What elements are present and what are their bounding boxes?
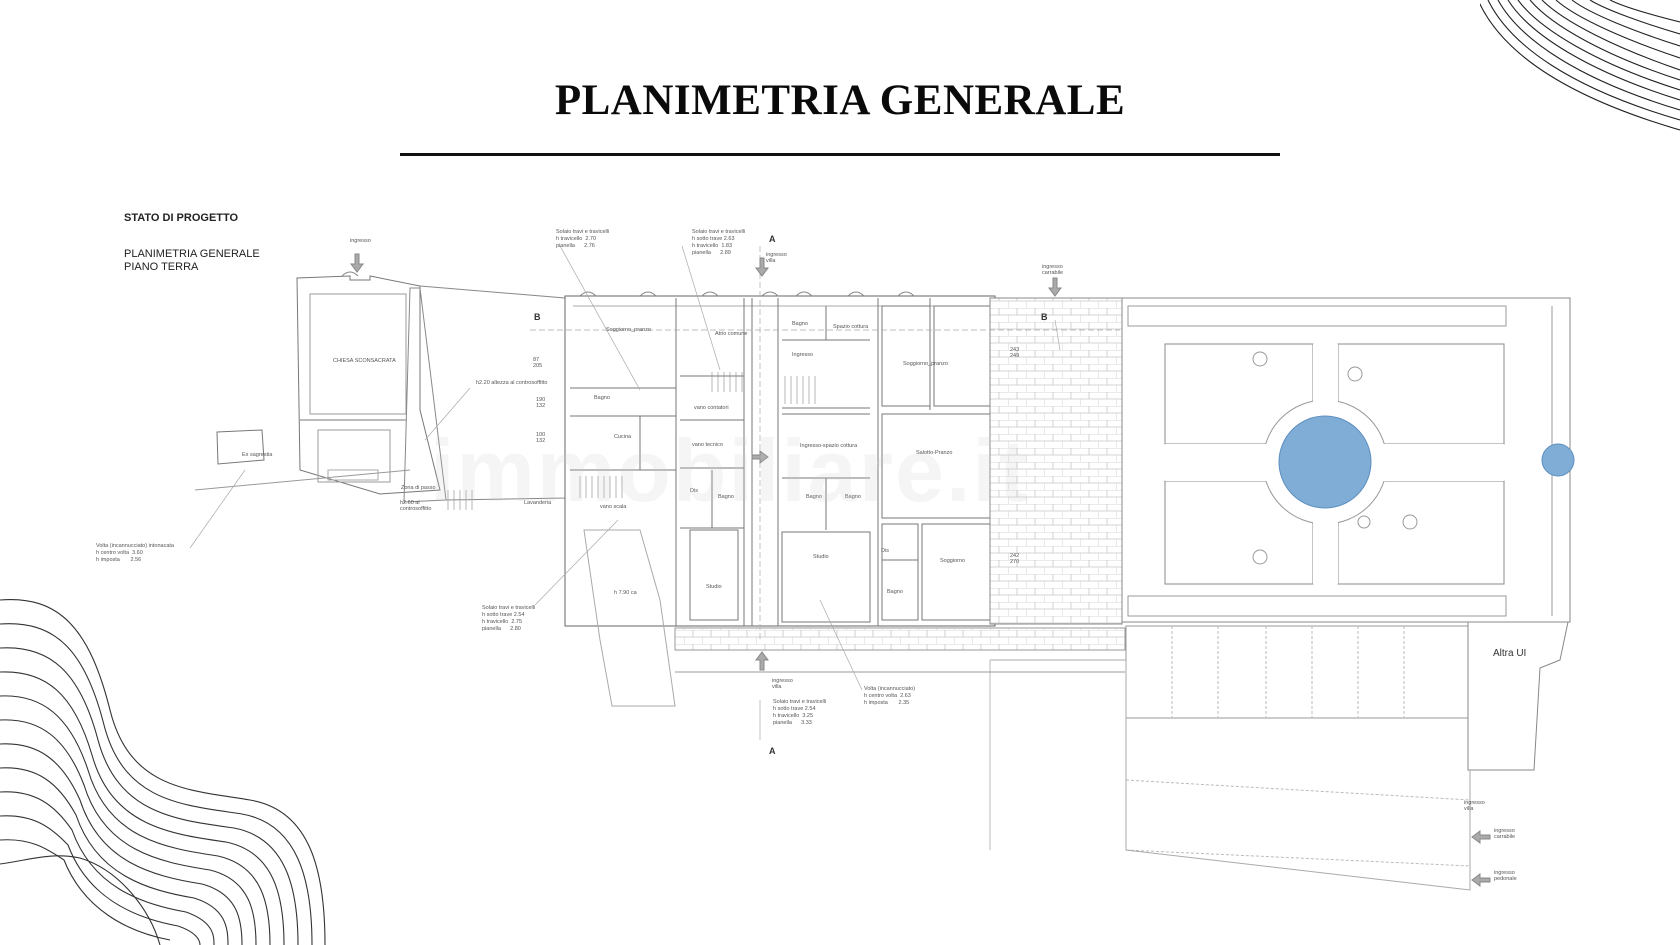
room-label: Bagno (718, 494, 734, 500)
annotation-muro: h 7.90 ca (614, 590, 637, 596)
room-label: Zona di passo (401, 485, 436, 491)
contour-lines-bottom-left-decoration (0, 598, 326, 945)
annotation-volta-right: Volta (incannucciato)h centro volta 2.63… (864, 686, 915, 707)
annotation-row: h travicello 1.83 (692, 243, 733, 249)
dimension-value: 132 (536, 403, 546, 409)
annotation-title: Solaio travi e travicelli (773, 699, 827, 705)
room-label: vano contatori (694, 405, 729, 411)
dimension-value: 243 (1010, 347, 1020, 353)
room-label: Bagno (806, 494, 822, 500)
dimension-value: 270 (1010, 559, 1020, 565)
dimension-label: 242 270 (1010, 553, 1024, 565)
section-marker-b-right: B (1041, 312, 1048, 322)
project-status-label: STATO DI PROGETTO (124, 212, 239, 224)
annotation-row: h sotto trave 2.54 (773, 706, 816, 712)
annotation-title: Solaio travi e travicelli (482, 605, 536, 611)
room-label: Studio (706, 584, 722, 590)
room-label: vano scala (600, 504, 627, 510)
dimension-value: 249 (1010, 353, 1020, 359)
annotation-row: h imposta 2.56 (96, 557, 142, 563)
room-label: Ingresso (792, 352, 814, 358)
room-label: Cucina (614, 434, 632, 440)
section-marker-a-top: A (769, 234, 776, 244)
room-label: Lavanderia (524, 500, 552, 506)
annotation-altezza-2: h2.60 al controsoffitto (400, 500, 432, 512)
room-label: Bagno (845, 494, 861, 500)
annotation-row: h travicello 2.70 (556, 236, 597, 242)
annotation-row: h imposta 2.35 (864, 700, 910, 706)
entrance-label: ingresso pedonale (1494, 870, 1517, 882)
section-marker-b-left: B (534, 312, 541, 322)
annotation-title: Volta (incannucciato) intonacata (96, 543, 174, 549)
dimension-value: 242 (1010, 553, 1020, 559)
annotation-row: h sotto trave 2.63 (692, 236, 735, 242)
dimension-label: 243 249 (1010, 347, 1024, 359)
room-label: Ex sagrestia (242, 452, 273, 458)
annotation-altezza-1: h2.20 altezza al controsoffitto (476, 380, 548, 386)
entrance-label: ingresso carrabile (1494, 828, 1516, 840)
entrance-label: ingresso villa (772, 678, 793, 690)
contour-lines-top-right-decoration (1480, 0, 1680, 131)
room-label: Bagno (792, 321, 808, 327)
dimension-value: 205 (533, 363, 543, 369)
room-label: Ingresso-spazio cottura (800, 443, 858, 449)
annotation-title: Solaio travi e travicelli (556, 229, 610, 235)
entrance-label: ingresso villa (1464, 800, 1485, 812)
room-label: Spazio cottura (833, 324, 869, 330)
title-divider (400, 153, 1280, 156)
entrance-label: ingresso villa (766, 252, 787, 264)
section-marker-a-bottom: A (769, 746, 776, 756)
room-label: Bagno (594, 395, 610, 401)
dimension-label: 87 205 (533, 357, 547, 369)
room-label: Soggiorno_pranzo (606, 327, 651, 333)
entrance-label: ingresso carrabile (1042, 264, 1064, 276)
annotation-row: h centro volta 2.63 (864, 693, 911, 699)
dimension-value: 100 (536, 432, 546, 438)
annotation-row: pianella 2.89 (692, 250, 731, 256)
room-label: Bagno (887, 589, 903, 595)
annotation-title: Solaio travi e travicelli (692, 229, 746, 235)
annotation-row: h travicello 3.25 (773, 713, 814, 719)
dimension-label: 100 132 (536, 432, 550, 444)
room-label: CHIESA SCONSACRATA (333, 358, 396, 364)
room-label: Soggiorno_pranzo (903, 361, 948, 367)
room-label: Atrio comune (715, 331, 748, 337)
dimension-value: 132 (536, 438, 546, 444)
annotation-row: pianella 2.76 (556, 243, 595, 249)
room-label: vano tecnico (692, 442, 723, 448)
room-label-altra-ui: Altra UI (1493, 648, 1527, 659)
room-label: Salotto-Pranzo (916, 450, 953, 456)
room-label: Soggiorno (940, 558, 966, 564)
annotation-row: pianella 2.80 (482, 626, 521, 632)
plan-name-label: PLANIMETRIA GENERALE (124, 248, 260, 260)
dimension-label: 190 132 (536, 397, 550, 409)
annotation-row: h sotto trave 2.54 (482, 612, 525, 618)
entrance-label: ingresso (350, 238, 371, 244)
annotation-row: h centro volta 3.60 (96, 550, 143, 556)
room-label: Studio (813, 554, 829, 560)
plan-legend: STATO DI PROGETTO PLANIMETRIA GENERALE P… (124, 212, 260, 274)
annotation-title: Volta (incannucciato) (864, 686, 916, 692)
page-title: PLANIMETRIA GENERALE (554, 77, 1126, 124)
annotation-row: pianella 3.33 (773, 720, 812, 726)
floor-label: PIANO TERRA (124, 261, 199, 273)
annotation-row: h travicello 2.75 (482, 619, 523, 625)
room-label: Dis (690, 488, 698, 494)
room-label: Dis (881, 548, 889, 554)
dimension-value: 190 (536, 397, 546, 403)
dimension-value: 87 (533, 357, 540, 363)
